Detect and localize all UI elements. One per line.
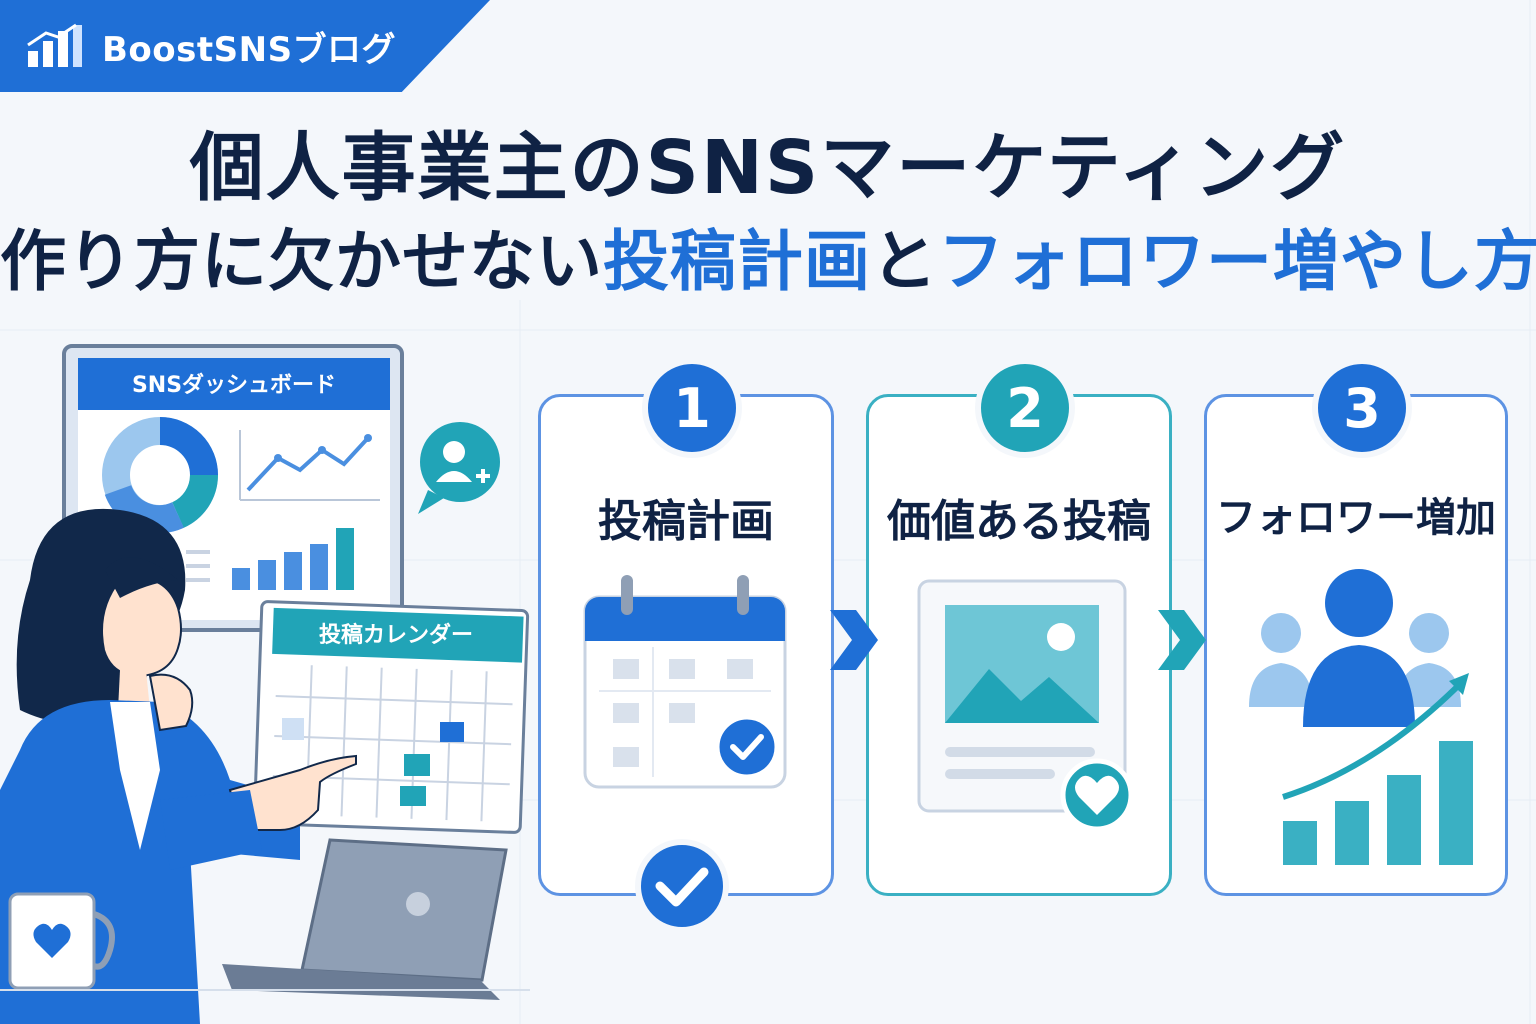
brand-name: BoostSNSブログ — [102, 29, 397, 70]
step-1-label: 投稿計画 — [598, 496, 774, 547]
image-post-heart-icon — [917, 579, 1134, 832]
dashboard-title: SNSダッシュボード — [132, 372, 336, 398]
chevron-right-icon — [1158, 610, 1206, 670]
step-card-1[interactable]: 投稿計画 — [538, 394, 834, 896]
subtitle-plain: 作り方に欠かせない — [0, 223, 603, 300]
step-number-3: 3 — [1312, 358, 1412, 458]
step-3-label: フォロワー増加 — [1216, 495, 1496, 541]
calendar-title: 投稿カレンダー — [319, 622, 473, 648]
step-2-label: 価値ある投稿 — [887, 496, 1151, 547]
check-circle-icon — [635, 839, 729, 933]
brand-banner[interactable]: BoostSNSブログ — [0, 0, 490, 92]
mug-icon — [8, 892, 115, 990]
step-number-2: 2 — [975, 358, 1075, 458]
marketer-illustration: SNSダッシュボード 投稿カレンダー — [0, 344, 530, 1024]
step-card-3[interactable]: フォロワー増加 — [1204, 394, 1508, 896]
chevron-right-icon — [830, 610, 878, 670]
calendar-check-icon — [583, 575, 787, 789]
laptop-icon — [222, 838, 508, 1000]
line-chart-icon — [239, 430, 380, 501]
subtitle-accent-followers: フォロワー増やし方 — [938, 223, 1536, 300]
subtitle-connector: と — [871, 223, 938, 300]
users-growth-chart-icon — [1249, 569, 1473, 865]
subtitle-accent-plan: 投稿計画 — [603, 223, 871, 300]
bar-chart-mini-icon — [186, 528, 354, 590]
add-user-bubble-icon — [418, 422, 500, 514]
page-subtitle: 作り方に欠かせない投稿計画とフォロワー増やし方 — [0, 208, 1536, 304]
bar-chart-icon — [27, 23, 82, 67]
step-card-2[interactable]: 価値ある投稿 — [866, 394, 1172, 896]
step-number-1: 1 — [642, 358, 742, 458]
page-title: 個人事業主のSNSマーケティング — [189, 125, 1347, 211]
